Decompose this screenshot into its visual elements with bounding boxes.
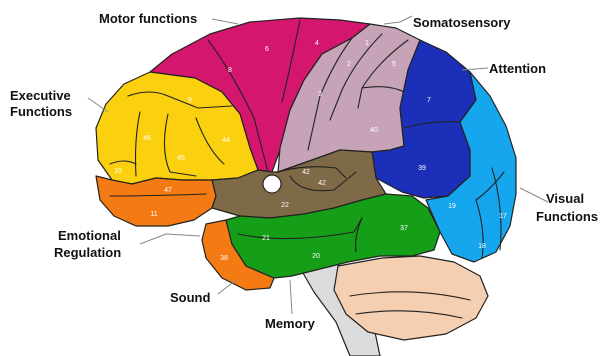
emotional-region xyxy=(96,176,216,226)
area-label: 6 xyxy=(265,46,269,53)
emotional-regulation-label-line1: Emotional xyxy=(58,228,121,243)
area-label: 7 xyxy=(427,97,431,104)
area-label: 46 xyxy=(143,135,151,142)
area-label: 42 xyxy=(302,169,310,176)
area-label: 39 xyxy=(418,165,426,172)
area-label: 3 xyxy=(318,91,322,98)
executive-functions-label-line2: Functions xyxy=(10,104,72,119)
area-label: 45 xyxy=(177,155,185,162)
area-label: 44 xyxy=(222,137,230,144)
area-label: 20 xyxy=(312,253,320,260)
area-label: 1 xyxy=(365,40,369,47)
area-label: 2 xyxy=(347,61,351,68)
area-label: 19 xyxy=(448,203,456,210)
area-label: 42 xyxy=(318,180,326,187)
area-label: 47 xyxy=(164,187,172,194)
area-label: 40 xyxy=(370,127,378,134)
somatosensory-label: Somatosensory xyxy=(413,15,511,30)
area-label: 4 xyxy=(315,40,319,47)
memory-label: Memory xyxy=(265,316,316,331)
executive-functions-label-line1: Executive xyxy=(10,88,71,103)
sound-label: Sound xyxy=(170,290,210,305)
motor-functions-label: Motor functions xyxy=(99,11,197,26)
area-label: 17 xyxy=(499,213,507,220)
area-label: 9 xyxy=(188,97,192,104)
area-label: 5 xyxy=(392,61,396,68)
motor-leader xyxy=(212,19,238,24)
memory-leader xyxy=(290,280,292,314)
area-label: 21 xyxy=(262,235,270,242)
area-label: 18 xyxy=(478,243,486,250)
area-label: 22 xyxy=(281,202,289,209)
sound-leader xyxy=(218,280,236,294)
area-label: 38 xyxy=(220,255,228,262)
visual-leader xyxy=(520,188,548,202)
lateral-sulcus-notch xyxy=(263,175,281,193)
somatosensory-leader xyxy=(384,16,412,24)
emotional-leader xyxy=(140,234,200,244)
area-label: 37 xyxy=(400,225,408,232)
emotional-regulation-label-line2: Regulation xyxy=(54,245,121,260)
visual-functions-label-line2: Functions xyxy=(536,209,598,224)
area-label: 10 xyxy=(114,168,122,175)
visual-functions-label-line1: Visual xyxy=(546,191,584,206)
area-label: 11 xyxy=(150,211,157,218)
area-label: 8 xyxy=(228,67,232,74)
attention-label: Attention xyxy=(489,61,546,76)
